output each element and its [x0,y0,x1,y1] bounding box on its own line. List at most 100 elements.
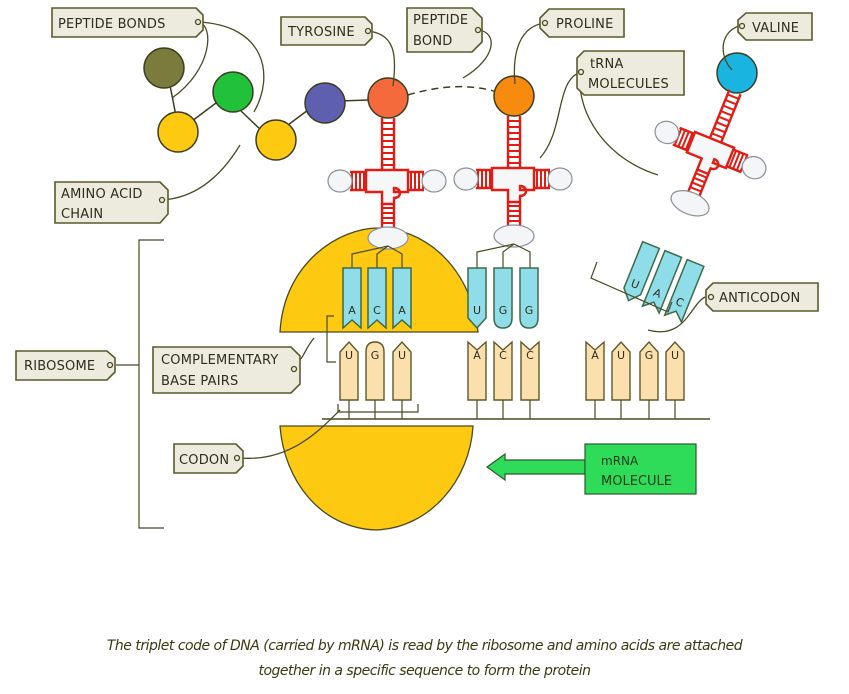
mrna-label-line1: mRNA [601,454,639,468]
amino-acid-proline [493,75,535,117]
trna-rung [691,181,704,188]
anticodon-bracket [590,261,673,313]
trna-anticodon-loop [670,190,710,217]
caption-line-2: together in a specific sequence to form … [258,663,591,679]
peptide-bond-dashed [407,85,498,96]
amino-acid-green [212,71,254,113]
trna-d-loop [453,167,479,191]
svg-text:BASE PAIRS: BASE PAIRS [161,374,238,389]
anticodon-connector [502,243,515,268]
trna-rung [727,93,740,100]
complementary-bracket [326,315,336,363]
svg-text:TYROSINE: TYROSINE [287,25,355,40]
anticodon-base [663,258,705,324]
trna-acceptor-stem [708,89,742,143]
codon-base [520,340,540,401]
label-complementary-base-pairs: COMPLEMENTARY BASE PAIRS [152,346,301,394]
trna-rung [724,99,737,106]
codon-base-letter: U [345,349,353,362]
label-peptide-bonds: PEPTIDE BONDS [51,7,204,38]
codon-base [365,341,385,401]
anticodon-base [367,267,387,330]
codon-base [392,340,412,401]
anticodon-base [342,267,362,330]
trna-rung [693,176,706,184]
svg-text:VALINE: VALINE [752,21,799,36]
label-trna-molecules: tRNA MOLECULES [576,50,685,96]
trna-t-loop [421,169,447,193]
svg-text:tRNA: tRNA [590,57,624,72]
anticodon-group-3: UAC [623,240,705,324]
anticodon-base [519,267,539,329]
anticodon-base [641,249,683,315]
trna-rung [735,153,745,171]
codon-base [339,340,359,401]
trna-rung [713,126,726,134]
codon-base-letter: A [473,349,481,362]
trna-rung [720,110,733,117]
codon-base-letter: A [591,349,599,362]
label-codon: CODON [173,443,244,474]
anticodon-base-letter: A [398,304,406,317]
trna-acceptor-stem [380,118,396,170]
codon-base [467,340,487,401]
label-anticodon: ANTICODON [705,282,819,312]
codon-base [493,340,513,401]
caption-line-1: The triplet code of DNA (carried by mRNA… [106,638,743,654]
trna-rung [684,132,694,151]
svg-text:ANTICODON: ANTICODON [719,291,800,306]
codon-base-letter: G [645,349,654,362]
ribosome-bracket [138,239,164,529]
anticodon-base [493,267,513,329]
trna-rung [695,172,708,179]
svg-text:AMINO ACID: AMINO ACID [61,187,143,202]
mrna-molecule-box [584,443,697,495]
anticodon-base-letter: G [525,304,534,317]
codon-base-letter: U [398,349,406,362]
anticodon-base-letter: G [499,304,508,317]
trna-d-loop [654,120,680,145]
trna-rung [722,104,735,111]
trna-rung [715,121,728,128]
svg-text:PROLINE: PROLINE [556,17,614,32]
codon-base-letter: U [617,349,625,362]
anticodon-base [467,267,487,330]
mrna-direction-arrow [485,452,586,482]
amino-acid-valine [716,52,758,94]
trna-rung [732,151,741,170]
codon-base-letter: G [371,349,380,362]
anticodon-connector [513,243,531,268]
trna-core [685,130,736,176]
trna-valine [654,89,767,217]
anticodon-connector [376,245,389,268]
anticodon-base-letter: A [348,304,356,317]
amino-acid-olive [143,47,185,89]
mrna-label-line2: MOLECULE [601,474,672,489]
label-valine: VALINE [737,12,813,41]
svg-text:PEPTIDE BONDS: PEPTIDE BONDS [58,17,166,32]
anticodon-connector [387,245,403,268]
ribosome-small-subunit [279,425,474,531]
svg-text:RIBOSOME: RIBOSOME [24,359,95,374]
trna-d-loop [327,169,353,193]
trna-t-loop [547,167,573,191]
trna-core [364,168,410,206]
codon-base-letter: U [671,349,679,362]
trna-rung [728,150,738,168]
svg-text:BOND: BOND [413,34,452,49]
anticodon-base [392,267,412,330]
svg-text:CODON: CODON [179,453,229,468]
trna-rung [689,186,702,193]
amino-acid-yellow-1 [157,111,199,153]
anticodon-base-letter: C [373,304,381,317]
trna-rung [711,132,724,139]
label-amino-acid-chain: AMINO ACID CHAIN [54,181,169,224]
trna-anticodon-loop [493,224,535,248]
label-tyrosine: TYROSINE [280,16,373,46]
trna-anticodon-loop [367,226,409,250]
codon-base-letter: C [499,349,507,362]
anticodon-connector [476,243,515,268]
anticodon-connector [351,245,389,268]
